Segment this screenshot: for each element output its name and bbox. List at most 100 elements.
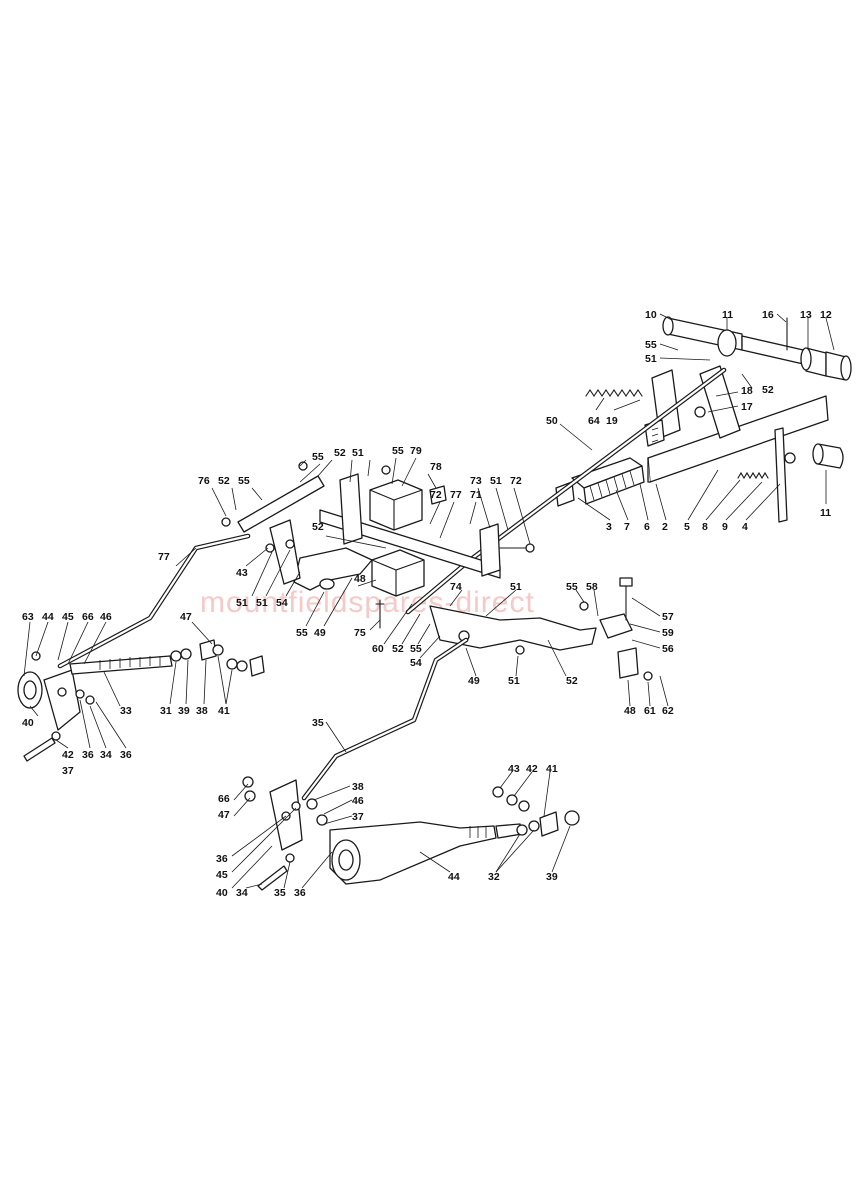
callout-label: 49 (314, 627, 326, 639)
callout-label: 46 (352, 795, 364, 807)
callout-label: 52 (392, 643, 404, 655)
callout-label: 40 (22, 717, 34, 729)
callout-label: 66 (82, 611, 94, 623)
pedal-shaft-assembly (662, 316, 852, 469)
spring-8 (737, 471, 769, 480)
callout-label: 33 (120, 705, 132, 717)
callout-label: 40 (216, 887, 228, 899)
callout-label: 47 (218, 809, 230, 821)
callout-label: 51 (645, 353, 657, 365)
spring-64 (585, 389, 643, 397)
callout-label: 54 (410, 657, 422, 669)
callout-label: 52 (218, 475, 230, 487)
callout-label: 36 (82, 749, 94, 761)
callout-label: 7 (624, 521, 630, 533)
callout-label: 51 (236, 597, 248, 609)
callout-label: 55 (296, 627, 308, 639)
rod-43-lower (301, 637, 469, 801)
callout-label: 36 (294, 887, 306, 899)
callout-label: 39 (178, 705, 190, 717)
bracket-48-upper (265, 519, 373, 591)
callout-label: 77 (450, 489, 462, 501)
callout-label: 34 (100, 749, 112, 761)
callout-label: 73 (470, 475, 482, 487)
left-pivot-assembly (17, 639, 265, 762)
callout-label: 42 (62, 749, 74, 761)
callout-label: 44 (42, 611, 54, 623)
callout-label: 48 (354, 573, 366, 585)
callout-label: 78 (430, 461, 442, 473)
callout-label: 37 (62, 765, 74, 777)
callout-label: 51 (510, 581, 522, 593)
callout-label: 57 (662, 611, 674, 623)
callout-label: 55 (645, 339, 657, 351)
callout-label: 50 (546, 415, 558, 427)
link-72-left (221, 461, 325, 533)
callout-labels: 10 11 16 13 12 55 51 52 18 17 64 19 50 1… (22, 309, 832, 899)
callout-label: 75 (354, 627, 366, 639)
callout-label: 41 (218, 705, 230, 717)
callout-label: 55 (566, 581, 578, 593)
callout-label: 64 (588, 415, 600, 427)
callout-label: 66 (218, 793, 230, 805)
callout-label: 72 (430, 489, 442, 501)
callout-label: 45 (62, 611, 74, 623)
callout-label: 51 (508, 675, 520, 687)
callout-label: 59 (662, 627, 674, 639)
callout-label: 35 (274, 887, 286, 899)
callout-label: 52 (762, 384, 774, 396)
callout-label: 58 (586, 581, 598, 593)
callout-label: 55 (238, 475, 250, 487)
lower-pivot-arm-32 (242, 776, 580, 891)
callout-label: 3 (606, 521, 612, 533)
callout-label: 55 (392, 445, 404, 457)
callout-label: 49 (468, 675, 480, 687)
callout-label: 36 (120, 749, 132, 761)
callout-label: 44 (448, 871, 460, 883)
callout-label: 72 (510, 475, 522, 487)
callout-label: 43 (236, 567, 248, 579)
callout-label: 32 (488, 871, 500, 883)
callout-label: 45 (216, 869, 228, 881)
callout-label: 4 (742, 521, 748, 533)
callout-label: 39 (546, 871, 558, 883)
callout-label: 74 (450, 581, 462, 593)
callout-label: 71 (470, 489, 482, 501)
callout-label: 37 (352, 811, 364, 823)
callout-label: 55 (410, 643, 422, 655)
callout-label: 52 (312, 521, 324, 533)
callout-label: 55 (312, 451, 324, 463)
callout-label: 38 (352, 781, 364, 793)
callout-label: 19 (606, 415, 618, 427)
callout-label: 8 (702, 521, 708, 533)
callout-label: 41 (546, 763, 558, 775)
watermark-text: mountfieldspares-direct (200, 586, 535, 619)
callout-label: 62 (662, 705, 674, 717)
callout-label: 35 (312, 717, 324, 729)
callout-label: 36 (216, 853, 228, 865)
callout-label: 10 (645, 309, 657, 321)
callout-label: 63 (22, 611, 34, 623)
leader-lines (23, 313, 835, 889)
callout-label: 47 (180, 611, 192, 623)
callout-label: 43 (508, 763, 520, 775)
callout-label: 79 (410, 445, 422, 457)
callout-label: 9 (722, 521, 728, 533)
callout-label: 31 (160, 705, 172, 717)
callout-label: 76 (198, 475, 210, 487)
callout-label: 51 (256, 597, 268, 609)
callout-label: 2 (662, 521, 668, 533)
callout-label: 52 (566, 675, 578, 687)
callout-label: 6 (644, 521, 650, 533)
callout-label: 12 (820, 309, 832, 321)
callout-label: 16 (762, 309, 774, 321)
callout-label: 17 (741, 401, 753, 413)
main-pedal-frame (644, 365, 829, 523)
callout-label: 38 (196, 705, 208, 717)
callout-label: 77 (158, 551, 170, 563)
callout-label: 52 (334, 447, 346, 459)
callout-label: 34 (236, 887, 248, 899)
callout-label: 11 (722, 309, 733, 321)
callout-label: 5 (684, 521, 690, 533)
